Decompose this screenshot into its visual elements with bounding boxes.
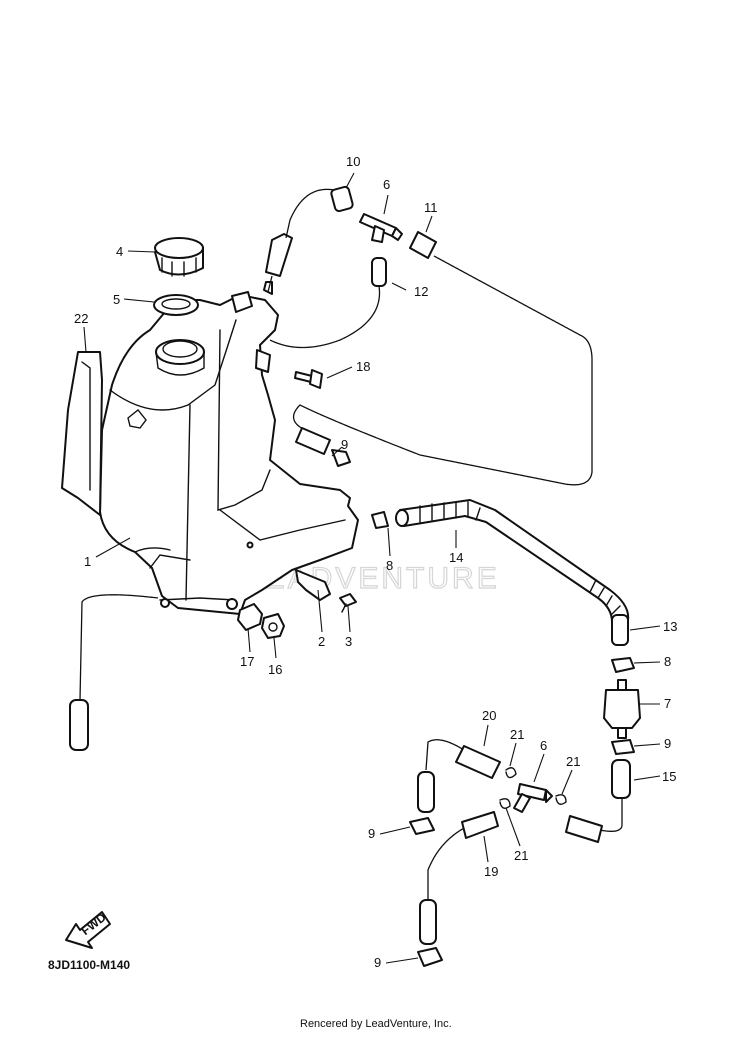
callout-11: 11: [424, 200, 438, 215]
clip-21-a[interactable]: [505, 767, 517, 779]
vent-hose-routes: [267, 188, 593, 486]
fwd-arrow-icon: FWD: [65, 910, 111, 949]
callout-12: 12: [414, 284, 428, 299]
callout-17: 17: [240, 654, 254, 669]
nut[interactable]: [261, 613, 285, 639]
clamp-9-bottom[interactable]: [417, 947, 443, 967]
callout-14: 14: [449, 550, 463, 565]
leader-lines: [83, 172, 661, 964]
callout-19: 19: [484, 864, 498, 879]
hose-20[interactable]: [455, 745, 501, 779]
cap-gasket[interactable]: [153, 294, 199, 316]
tank-bracket[interactable]: [295, 569, 331, 601]
callout-7: 7: [664, 696, 671, 711]
callout-3: 3: [345, 634, 352, 649]
vent-hose-joint[interactable]: [330, 185, 354, 213]
callout-9-filter: 9: [664, 736, 671, 751]
hose-15-lower[interactable]: [565, 815, 603, 843]
vent-hose-11[interactable]: [409, 231, 437, 259]
drain-hose-upper[interactable]: [295, 427, 331, 455]
fuel-hose-end-13[interactable]: [611, 614, 629, 646]
callout-18: 18: [356, 359, 370, 374]
callout-20: 20: [482, 708, 496, 723]
vent-pipe-upper[interactable]: [265, 233, 293, 277]
bracket-bolt[interactable]: [339, 593, 357, 613]
tee-joint-lower[interactable]: [513, 783, 553, 813]
vent-tee-joint[interactable]: [359, 213, 403, 243]
callout-5: 5: [113, 292, 120, 307]
callout-21-b: 21: [566, 754, 580, 769]
callout-2: 2: [318, 634, 325, 649]
callout-9-upper: 9: [341, 437, 348, 452]
fuel-cap[interactable]: [154, 237, 204, 277]
callout-22: 22: [74, 311, 88, 326]
tank-side-cover[interactable]: [61, 351, 103, 516]
hose-short-bottom[interactable]: [419, 899, 437, 945]
lower-hose-routes: [425, 739, 623, 900]
diagram-code: 8JD1100-M140: [48, 958, 130, 972]
mounting-bolt[interactable]: [294, 369, 323, 389]
callout-21-c: 21: [514, 848, 528, 863]
fuel-tank[interactable]: [99, 281, 359, 615]
hose-19[interactable]: [461, 811, 499, 839]
callout-4: 4: [116, 244, 123, 259]
tank-drain-hose[interactable]: [69, 594, 159, 751]
callout-6-lower: 6: [540, 738, 547, 753]
clamp-9-left[interactable]: [409, 817, 435, 835]
clip-21-b[interactable]: [555, 794, 567, 805]
callout-6-vent: 6: [383, 177, 390, 192]
filter-outlet-hose[interactable]: [611, 759, 631, 799]
callout-8-outlet: 8: [386, 558, 393, 573]
clip-21-c[interactable]: [499, 798, 511, 809]
hose-clamp-upper[interactable]: [331, 449, 351, 467]
callout-numbers: 10 6 11 4 12 5 22 18 9 1 8 14 2 3 17 16 …: [74, 154, 677, 970]
callout-15: 15: [662, 769, 676, 784]
callout-1: 1: [84, 554, 91, 569]
filter-clamp-upper[interactable]: [611, 657, 635, 673]
collar[interactable]: [237, 603, 263, 631]
render-credit: Rencered by LeadVenture, Inc.: [300, 1018, 452, 1030]
callout-21-a: 21: [510, 727, 524, 742]
outlet-clamp[interactable]: [371, 511, 389, 529]
fuel-filter[interactable]: [603, 679, 641, 739]
filter-clamp-lower[interactable]: [611, 739, 635, 755]
hose-short-left[interactable]: [417, 771, 435, 813]
callout-9-left: 9: [368, 826, 375, 841]
vent-hose-12[interactable]: [371, 257, 387, 287]
callout-9-bottom: 9: [374, 955, 381, 970]
callout-16: 16: [268, 662, 282, 677]
callout-8-filter: 8: [664, 654, 671, 669]
callout-10: 10: [346, 154, 360, 169]
callout-13: 13: [663, 619, 677, 634]
